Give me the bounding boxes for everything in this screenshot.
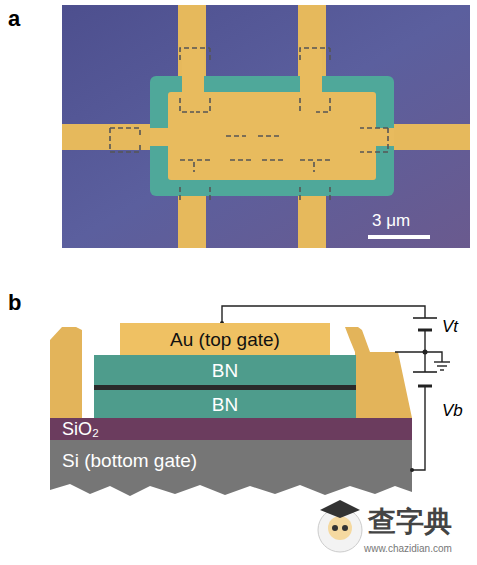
left-contact <box>50 327 100 418</box>
watermark-logo <box>318 500 362 552</box>
voltage-label: Vt <box>442 318 458 335</box>
battery-symbols <box>413 318 437 386</box>
layer-label: BN <box>212 361 238 380</box>
layer-label: Au (top gate) <box>170 330 280 349</box>
layer-label: Si (bottom gate) <box>62 451 197 470</box>
scale-label: 3 μm <box>372 212 410 229</box>
layer-label: BN <box>212 395 238 414</box>
panel-letter: a <box>8 8 20 30</box>
voltage-label: Vb <box>442 402 463 419</box>
si-jagged-base <box>50 440 412 496</box>
dashed-outlines <box>110 48 388 200</box>
bn-layer: BN <box>94 355 356 385</box>
substrate-layer: Si (bottom gate) <box>50 440 412 480</box>
electrode-bars <box>62 5 470 248</box>
top-gate-electrode <box>150 40 394 180</box>
top-gate-layer: Au (top gate) <box>120 323 330 355</box>
watermark-url: www.chazidian.com <box>364 544 452 554</box>
panel-letter: b <box>8 292 21 314</box>
bn-layer: BN <box>94 390 356 418</box>
wire-dot <box>410 468 414 472</box>
micrograph-ground <box>62 5 470 248</box>
scale-bar <box>368 235 430 239</box>
oxide-layer: SiO₂ <box>50 418 412 440</box>
layer-label: SiO₂ <box>62 420 99 438</box>
wire-node <box>423 350 428 355</box>
watermark: 查字典 <box>368 508 452 536</box>
